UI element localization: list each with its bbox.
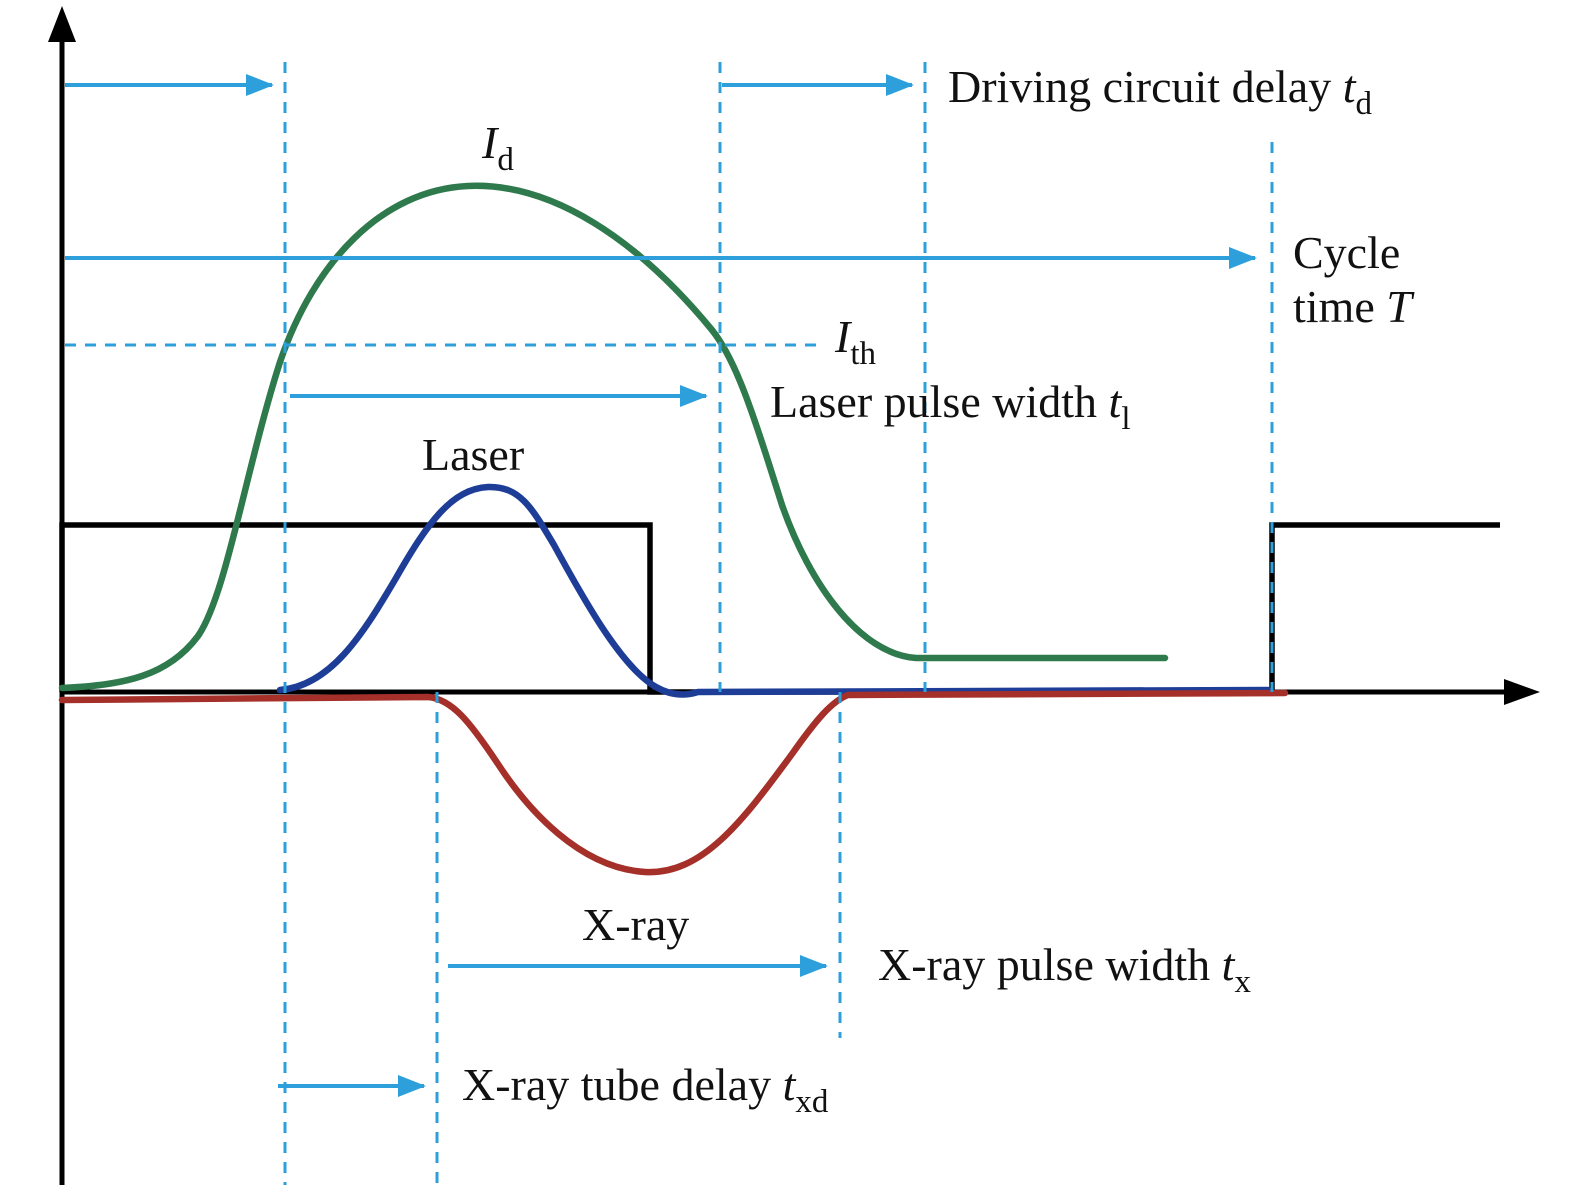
id-curve (58, 182, 1169, 692)
label-part: I (481, 117, 500, 168)
label-part: I (834, 311, 853, 362)
label-part: X-ray (582, 899, 689, 950)
label-part: time (1293, 281, 1386, 332)
label-part: T (1386, 281, 1415, 332)
label-part: Laser pulse width (770, 376, 1109, 427)
label-part: t (1343, 61, 1357, 112)
label-part: th (850, 336, 876, 372)
id-curve-label: Id (481, 117, 514, 178)
y-axis-arrow-icon (48, 6, 76, 42)
label-part: Laser (422, 429, 524, 480)
label-part: t (1222, 939, 1236, 990)
cycle-time-label-line1: Cycle (1293, 227, 1400, 278)
label-part: x (1234, 964, 1251, 1000)
xray-curve-label: X-ray (582, 899, 689, 950)
x-axis-arrow-icon (1504, 679, 1540, 705)
label-part: X-ray pulse width (878, 939, 1222, 990)
xray-curve (58, 689, 1289, 876)
label-part: d (1356, 86, 1373, 122)
laser-curve-label: Laser (422, 429, 524, 480)
label-part: X-ray tube delay (462, 1059, 783, 1110)
label-part: l (1121, 401, 1130, 437)
label-part: t (1109, 376, 1123, 427)
driving-delay-label: Driving circuit delay td (948, 61, 1373, 122)
laser-curve (276, 483, 1272, 698)
label-part: Cycle (1293, 227, 1400, 278)
label-part: Driving circuit delay (948, 61, 1343, 112)
xray-delay-label: X-ray tube delay txd (462, 1059, 829, 1120)
label-part: t (783, 1059, 797, 1110)
ith-label: Ith (834, 311, 876, 372)
cycle-time-label-line2: time T (1293, 281, 1415, 332)
laser-width-label: Laser pulse width tl (770, 376, 1130, 437)
drive-square-wave (59, 522, 1500, 695)
xray-width-label: X-ray pulse width tx (878, 939, 1251, 1000)
label-part: xd (795, 1084, 829, 1120)
label-part: d (497, 142, 514, 178)
